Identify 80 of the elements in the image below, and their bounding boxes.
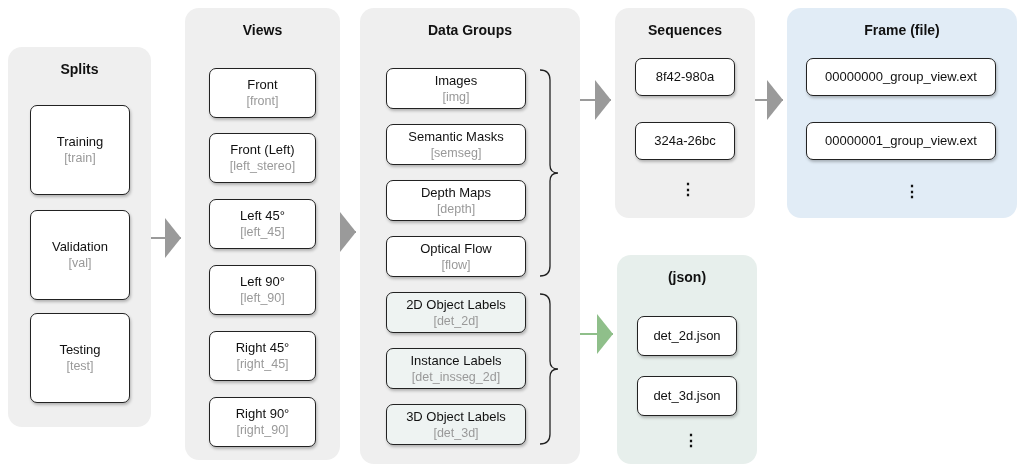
item-key: [img] bbox=[442, 88, 470, 105]
group-panel bbox=[8, 47, 151, 427]
ellipsis-text: ⋮ bbox=[904, 182, 920, 201]
item-name: Depth Maps bbox=[420, 184, 492, 201]
group-panel bbox=[360, 8, 580, 464]
item-key: [test] bbox=[66, 358, 94, 374]
item-name: Right 90° bbox=[235, 406, 290, 422]
item-name: 3D Object Labels bbox=[406, 408, 506, 425]
item-card bbox=[635, 122, 735, 160]
item-card bbox=[30, 105, 130, 195]
group-panel bbox=[787, 8, 1017, 218]
item-key: [det_insseg_2d] bbox=[411, 368, 501, 385]
item-key: [left_stereo] bbox=[229, 158, 296, 174]
item-card bbox=[386, 124, 526, 165]
panel-title: Data Groups bbox=[428, 22, 512, 38]
item-key: [depth] bbox=[436, 200, 476, 217]
item-card bbox=[637, 316, 737, 356]
item-card bbox=[637, 376, 737, 416]
group-panel bbox=[617, 255, 757, 464]
item-name: Front bbox=[247, 77, 278, 93]
item-card bbox=[30, 313, 130, 403]
item-key: [left_45] bbox=[240, 224, 285, 240]
item-key: [right_90] bbox=[236, 422, 289, 438]
panel-title: (json) bbox=[667, 269, 707, 285]
item-card bbox=[386, 236, 526, 277]
item-key: [det_3d] bbox=[433, 424, 479, 441]
item-name: Semantic Masks bbox=[408, 128, 504, 145]
item-name: Images bbox=[434, 72, 478, 89]
item-card bbox=[209, 265, 316, 315]
item-key: [flow] bbox=[441, 256, 471, 273]
item-name: Instance Labels bbox=[410, 352, 502, 369]
item-card bbox=[806, 122, 996, 160]
item-card bbox=[209, 133, 316, 183]
item-card bbox=[386, 180, 526, 221]
item-name: det_2d.json bbox=[653, 328, 721, 344]
item-name: det_3d.json bbox=[653, 388, 721, 404]
chevron-arrow bbox=[339, 212, 357, 252]
item-card bbox=[209, 397, 316, 447]
item-name: Optical Flow bbox=[420, 240, 492, 257]
item-name: Training bbox=[56, 134, 104, 150]
item-name: Left 90° bbox=[240, 274, 285, 290]
item-key: [semseg] bbox=[430, 144, 482, 161]
item-card bbox=[386, 348, 526, 389]
item-card bbox=[30, 210, 130, 300]
panel-title: Views bbox=[242, 22, 283, 38]
item-card bbox=[635, 58, 735, 96]
chevron-arrow bbox=[579, 80, 612, 120]
group-panel bbox=[185, 8, 340, 460]
item-name: Right 45° bbox=[235, 340, 290, 356]
item-key: [train] bbox=[64, 150, 96, 166]
item-name: Left 45° bbox=[240, 208, 285, 224]
item-card bbox=[209, 331, 316, 381]
item-card bbox=[386, 292, 526, 333]
panel-title: Splits bbox=[60, 61, 99, 77]
ellipsis-text: ⋮ bbox=[680, 180, 696, 199]
item-card bbox=[209, 199, 316, 249]
panel-title: Sequences bbox=[648, 22, 722, 38]
item-name: 00000001_group_view.ext bbox=[825, 133, 977, 149]
item-name: 324a-26bc bbox=[654, 133, 716, 149]
ellipsis-text: ⋮ bbox=[683, 431, 699, 450]
item-card bbox=[806, 58, 996, 96]
item-name: 2D Object Labels bbox=[406, 296, 506, 313]
item-card bbox=[386, 68, 526, 109]
item-name: Front (Left) bbox=[230, 142, 295, 158]
item-name: Validation bbox=[51, 239, 109, 255]
item-key: [right_45] bbox=[236, 356, 289, 372]
panel-title: Frame (file) bbox=[864, 22, 940, 38]
item-key: [front] bbox=[246, 93, 279, 109]
item-card bbox=[209, 68, 316, 118]
item-key: [left_90] bbox=[240, 290, 285, 306]
item-name: Testing bbox=[59, 342, 101, 358]
group-panel bbox=[615, 8, 755, 218]
item-name: 8f42-980a bbox=[655, 69, 715, 85]
item-card bbox=[386, 404, 526, 445]
item-name: 00000000_group_view.ext bbox=[825, 69, 977, 85]
chevron-arrow bbox=[754, 80, 784, 120]
item-key: [det_2d] bbox=[433, 312, 479, 329]
chevron-arrow bbox=[579, 314, 614, 354]
item-key: [val] bbox=[68, 255, 92, 271]
chevron-arrow bbox=[150, 218, 182, 258]
